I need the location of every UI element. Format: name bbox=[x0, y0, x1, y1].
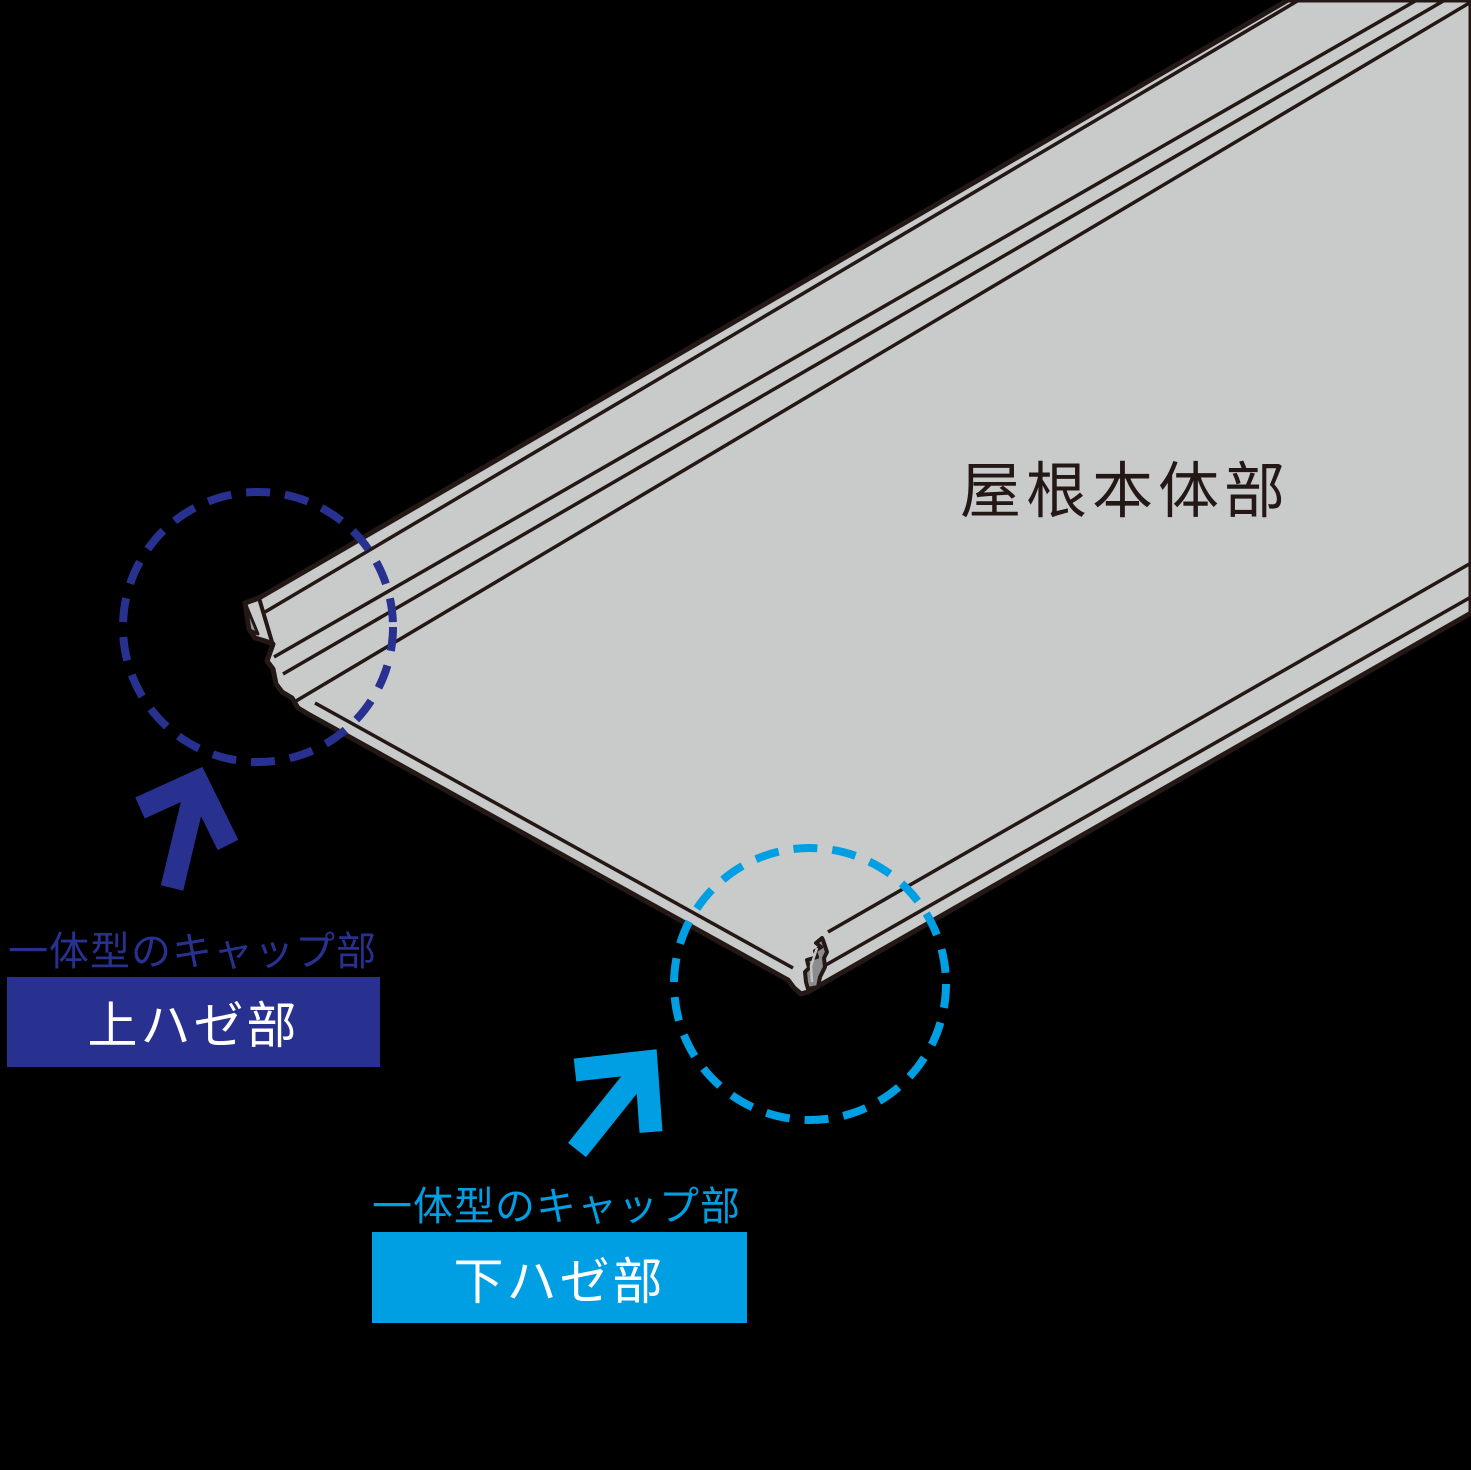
upper-seam-fold bbox=[244, 597, 274, 643]
panel-top-rib-lines bbox=[264, 0, 1471, 703]
lower-seam-badge-label: 下ハゼ部 bbox=[453, 1253, 666, 1310]
upper-seam-caption: 一体型のキャップ部 bbox=[8, 930, 377, 974]
lower-seam-clip bbox=[803, 936, 829, 991]
lower-seam-caption: 一体型のキャップ部 bbox=[372, 1185, 741, 1229]
navy-dashed-circle bbox=[119, 488, 397, 766]
upper-seam-badge-label: 上ハゼ部 bbox=[87, 998, 300, 1054]
navy-up-right-arrow-icon bbox=[135, 766, 239, 891]
upper-seam-badge: 上ハゼ部 bbox=[7, 977, 380, 1067]
cyan-up-right-arrow-icon bbox=[568, 1049, 663, 1158]
cyan-dashed-circle bbox=[670, 844, 950, 1124]
panel-bottom-rib-lines bbox=[823, 561, 1471, 968]
lower-seam-badge: 下ハゼ部 bbox=[372, 1232, 747, 1323]
cut-end-thickness-line bbox=[314, 701, 794, 970]
roof-body-label: 屋根本体部 bbox=[960, 457, 1291, 525]
